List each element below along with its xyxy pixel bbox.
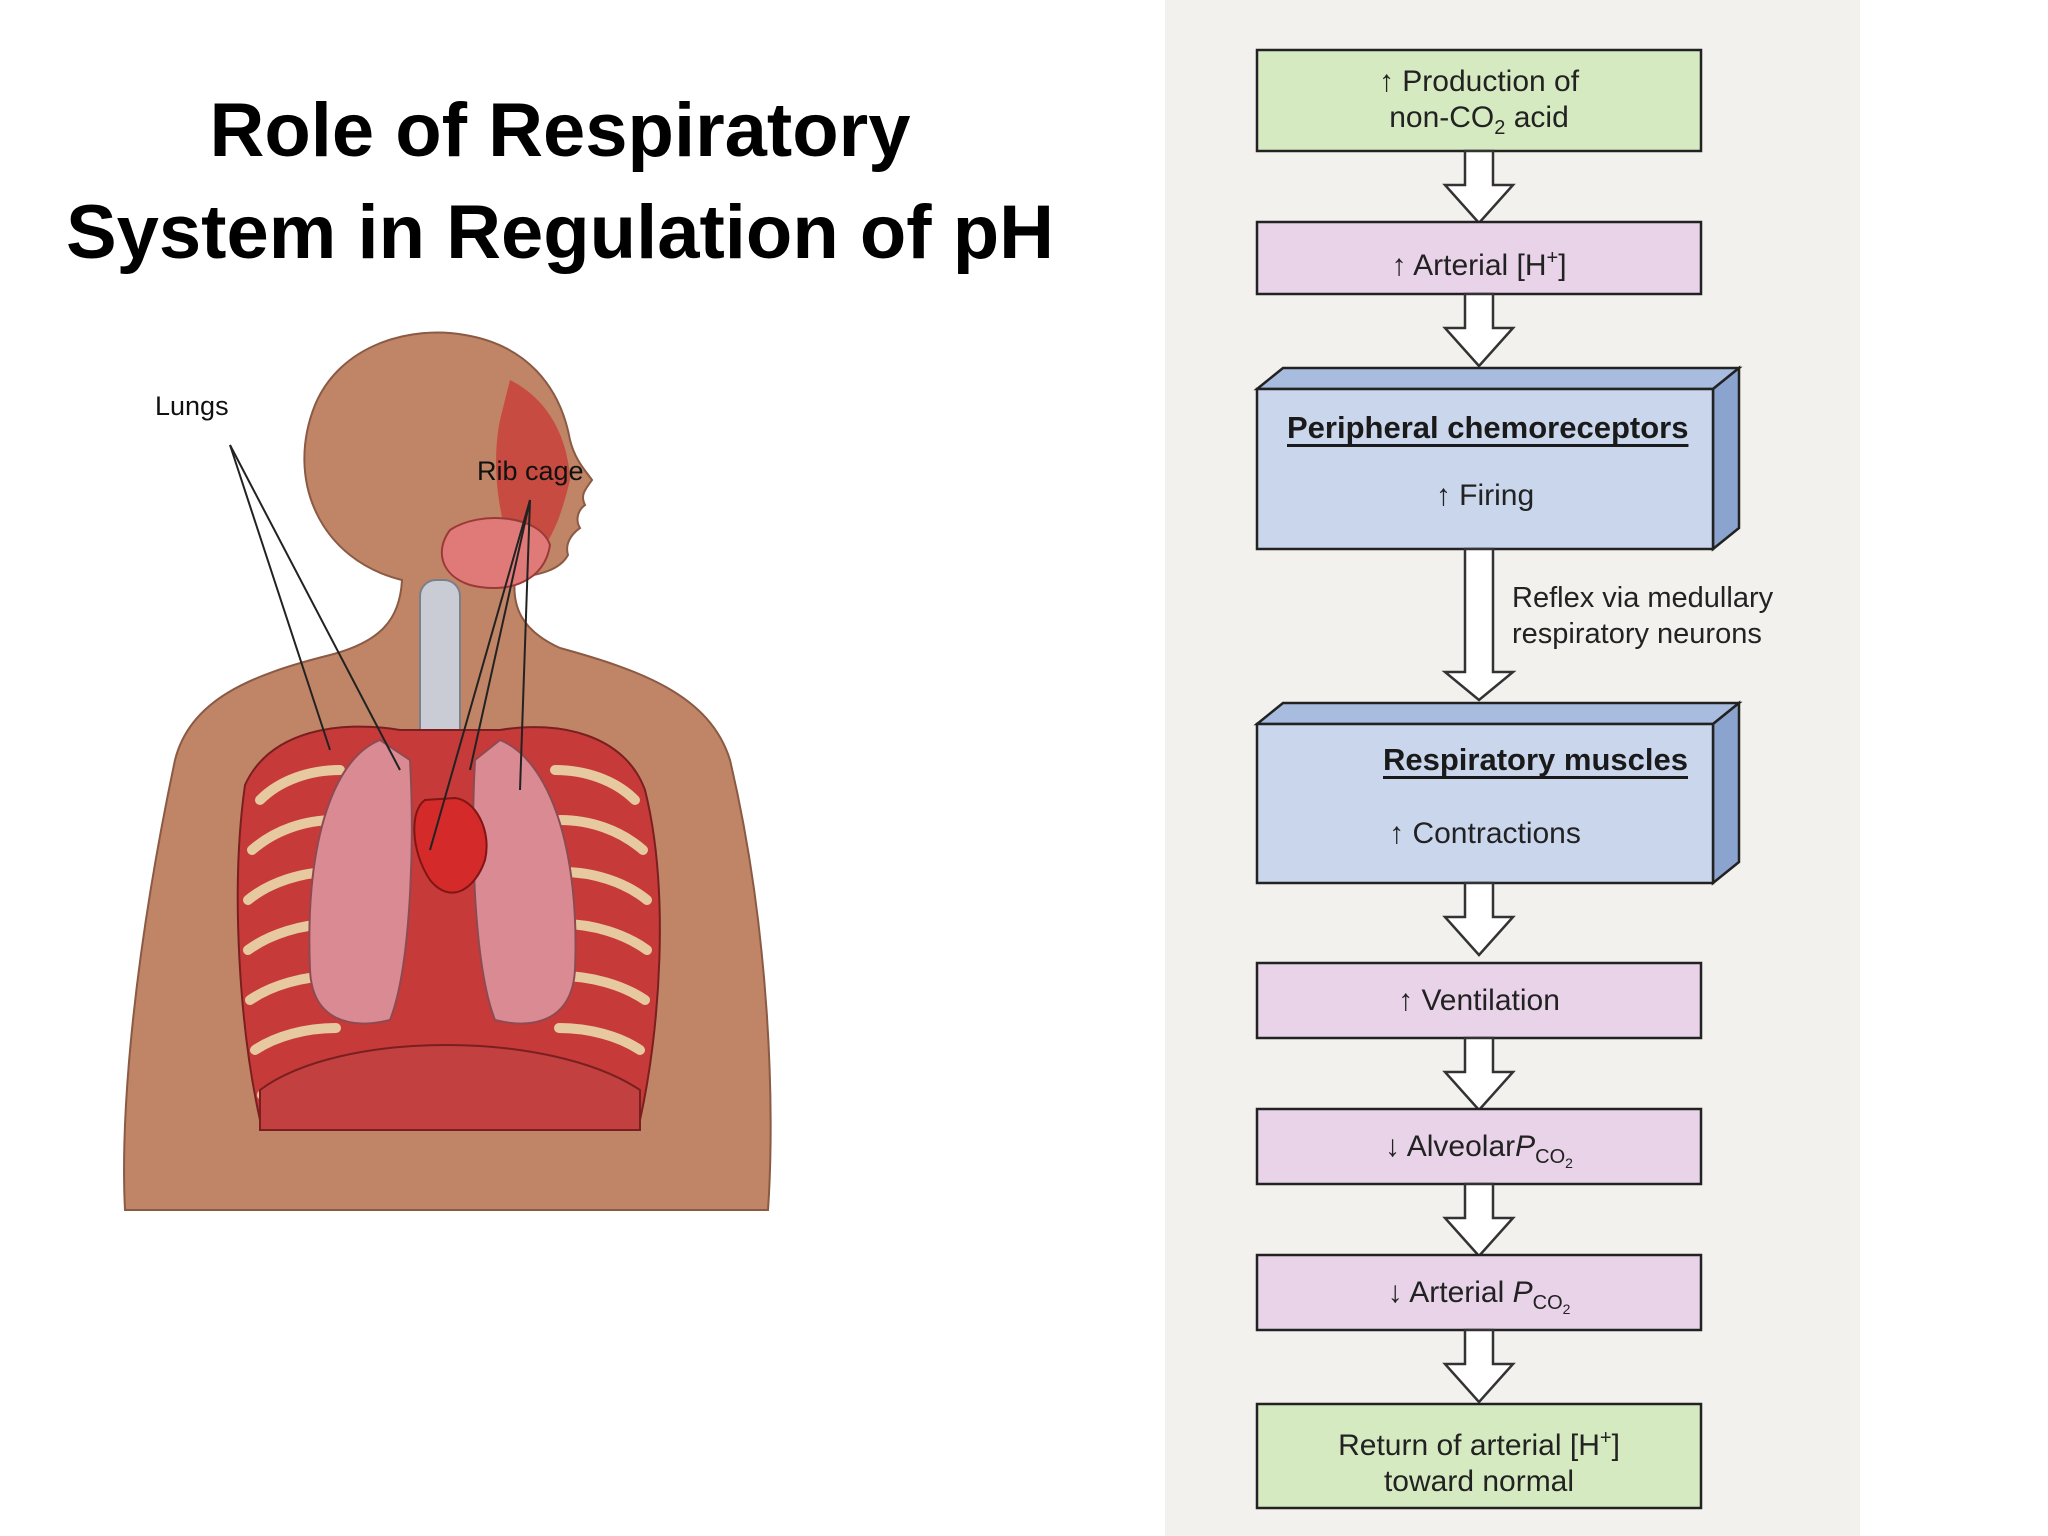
box8-line1-prefix: Return of arterial [H <box>1338 1429 1600 1462</box>
slide-title: Role of Respiratory System in Regulation… <box>0 80 1120 284</box>
box7-label: Arterial <box>1409 1276 1513 1309</box>
arrow-1 <box>1443 149 1515 225</box>
box5-ventilation: Ventilation <box>1421 984 1560 1017</box>
box2-text: ↑ Arterial [H+] <box>1257 240 1701 284</box>
box7-var: P <box>1512 1276 1533 1309</box>
flowchart-panel: ↑ Production of non-CO2 acid ↑ Arterial … <box>1165 0 1860 1536</box>
box1-line1: Production of <box>1402 65 1580 98</box>
oral-cavity <box>440 517 552 590</box>
box4-body: ↑ Contractions <box>1257 816 1713 852</box>
arrow-2 <box>1443 292 1515 368</box>
box3-firing: Firing <box>1459 479 1535 512</box>
box8-line2: toward normal <box>1383 1465 1575 1498</box>
box2-sup: + <box>1546 247 1559 269</box>
box7-text: ↓ Arterial PCO2 <box>1257 1275 1701 1327</box>
down-arrow-icon: ↓ <box>1387 1276 1403 1309</box>
up-arrow-icon: ↑ <box>1435 479 1451 512</box>
heart <box>413 796 488 894</box>
box1-line2-sub: 2 <box>1494 117 1506 139</box>
box4-heading: Respiratory muscles <box>1383 742 1688 777</box>
box8-line1-suffix: ] <box>1611 1429 1620 1462</box>
reflex-note-line2: respiratory neurons <box>1512 618 1762 650</box>
box5-text: ↑ Ventilation <box>1257 983 1701 1019</box>
title-line-2: System in Regulation of pH <box>65 190 1055 275</box>
left-lung <box>308 738 413 1025</box>
box-production-acid <box>1255 48 1703 153</box>
box6-var: P <box>1515 1130 1536 1163</box>
box8-text: Return of arterial [H+] toward normal <box>1257 1420 1701 1500</box>
arrow-5 <box>1443 1036 1515 1112</box>
up-arrow-icon: ↑ <box>1398 984 1414 1017</box>
box-respiratory-muscles <box>1253 700 1743 886</box>
label-rib-cage: Rib cage <box>477 456 584 486</box>
arrow-6 <box>1443 1182 1515 1258</box>
up-arrow-icon: ↑ <box>1391 249 1407 282</box>
up-arrow-icon: ↑ <box>1378 65 1394 98</box>
box1-text: ↑ Production of non-CO2 acid <box>1257 64 1701 146</box>
diaphragm <box>259 1044 641 1131</box>
box8-sup: + <box>1599 1427 1612 1449</box>
torso-drawing: Lungs Rib cage <box>123 331 772 1211</box>
box3-heading: Peripheral chemoreceptors <box>1287 410 1689 445</box>
arrow-3-reflex <box>1441 547 1517 702</box>
leader-lines <box>229 444 531 851</box>
box1-line2-prefix: non-CO <box>1389 101 1495 134</box>
arrow-7 <box>1443 1328 1515 1404</box>
arrow-4 <box>1443 881 1515 957</box>
reflex-note: Reflex via medullary respiratory neurons <box>1512 580 1773 652</box>
up-arrow-icon: ↑ <box>1389 817 1405 850</box>
box4-contractions: Contractions <box>1412 817 1581 850</box>
box1-line2-suffix: acid <box>1505 101 1569 134</box>
box2-label: Arterial [H <box>1413 249 1547 282</box>
box6-label: Alveolar <box>1406 1130 1516 1163</box>
label-lungs: Lungs <box>155 391 229 421</box>
box7-sub: CO2 <box>1532 1292 1571 1317</box>
down-arrow-icon: ↓ <box>1385 1130 1401 1163</box>
box6-text: ↓ AlveolarPCO2 <box>1257 1129 1701 1181</box>
box-peripheral-chemoreceptors <box>1253 365 1743 552</box>
respiratory-anatomy-illustration: Lungs Rib cage <box>80 330 840 1250</box>
box2-suffix: ] <box>1558 249 1567 282</box>
box6-sub: CO2 <box>1535 1146 1573 1171</box>
box-return-normal <box>1255 1402 1703 1510</box>
reflex-note-line1: Reflex via medullary <box>1512 582 1774 614</box>
title-line-1: Role of Respiratory <box>209 88 911 173</box>
box3-body: ↑ Firing <box>1257 478 1713 514</box>
flowchart-shapes <box>1253 48 1743 1510</box>
box-arterial-h <box>1255 220 1703 296</box>
box-arterial-pco2 <box>1255 1253 1703 1332</box>
